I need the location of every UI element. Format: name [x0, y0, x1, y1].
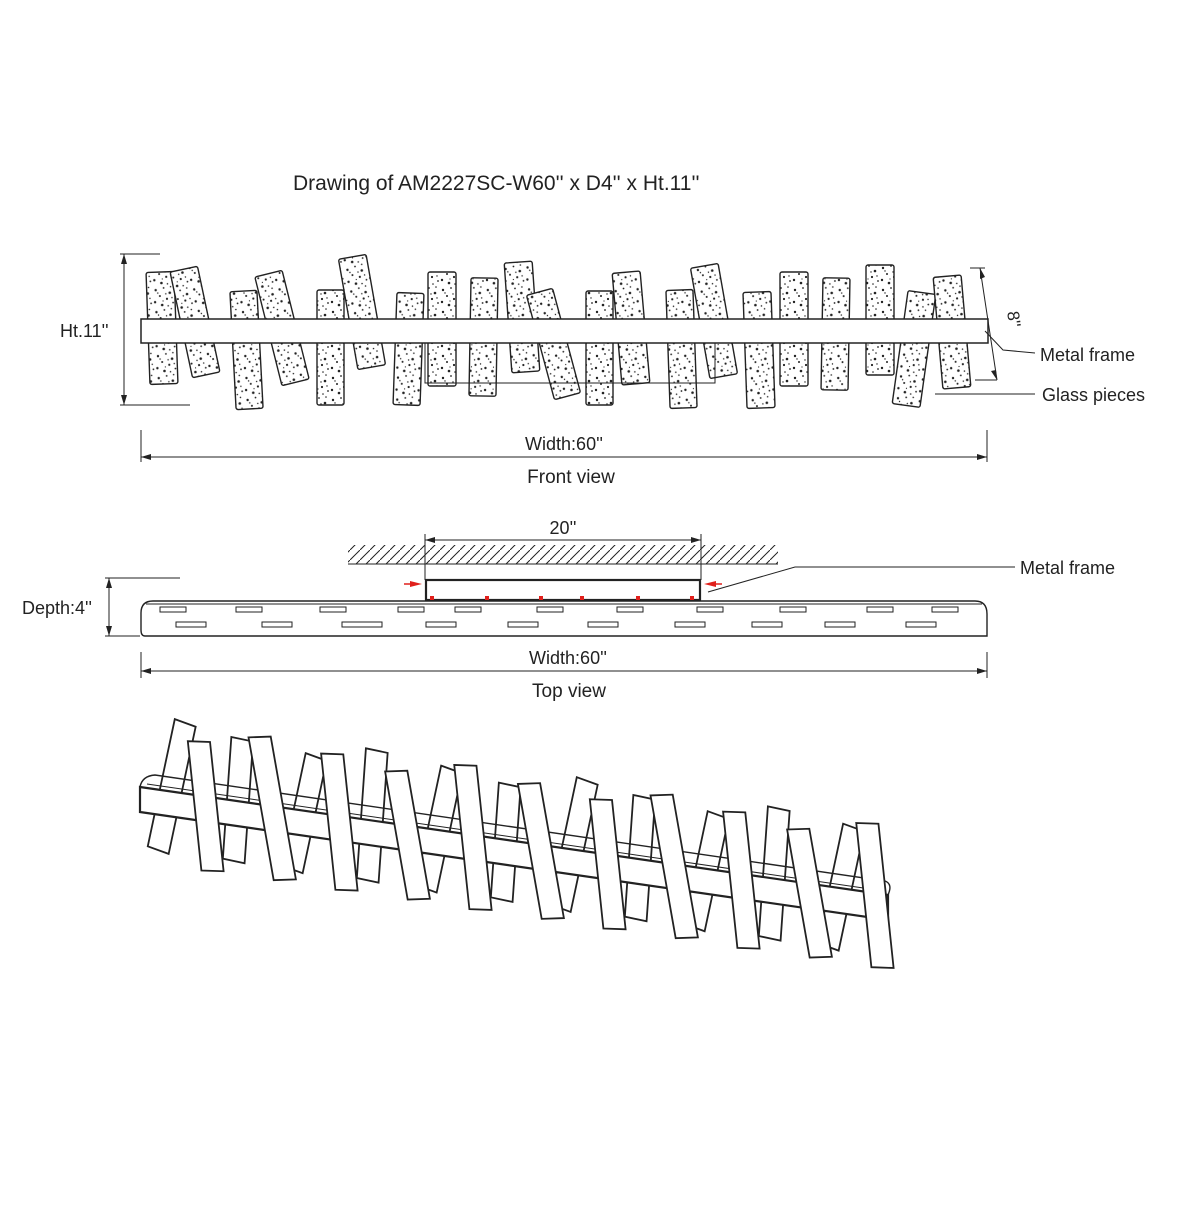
- slot: [159, 606, 187, 613]
- front-view: Ht.11'' 8'' Metal frame Glass pieces Wid…: [60, 253, 1145, 488]
- mounting-dot: [485, 596, 489, 600]
- glass-piece: [229, 289, 264, 411]
- top-view: 20'' Metal frame Depth:4'' Width:60'' To…: [22, 518, 1115, 702]
- slot: [507, 621, 539, 628]
- canopy-plate: [424, 578, 702, 602]
- callout-glass-pieces: Glass pieces: [1042, 385, 1145, 405]
- depth-label: Depth:4'': [22, 598, 92, 618]
- metal-frame-bar: [140, 318, 989, 344]
- callout-metal-frame-front: Metal frame: [1040, 345, 1135, 365]
- drawing-title: Drawing of AM2227SC-W60'' x D4'' x Ht.11…: [293, 172, 700, 195]
- slot: [454, 606, 482, 613]
- iso-glass-piece: [146, 717, 197, 856]
- mounting-dot: [580, 596, 584, 600]
- slot: [616, 606, 644, 613]
- width-label-front: Width:60'': [525, 434, 603, 454]
- slot: [261, 621, 293, 628]
- slot-openings: [159, 606, 959, 628]
- iso-glass-piece: [453, 764, 493, 911]
- iso-glass-piece: [855, 822, 895, 969]
- slot: [587, 621, 619, 628]
- iso-glass-piece: [516, 782, 565, 920]
- iso-glass-piece: [722, 810, 761, 950]
- glass-piece: [338, 254, 386, 370]
- arrow-right-red: [704, 581, 716, 587]
- iso-glass-piece: [786, 827, 833, 959]
- glass-piece: [585, 290, 614, 406]
- mounting-points: [430, 596, 694, 600]
- iso-glass-piece: [588, 798, 627, 931]
- fixture-body-top: [140, 600, 988, 637]
- mounting-dot: [539, 596, 543, 600]
- iso-glass-piece: [649, 793, 699, 940]
- iso-glass-piece: [384, 769, 431, 901]
- front-view-caption: Front view: [527, 467, 615, 488]
- mounting-dot: [430, 596, 434, 600]
- slot: [751, 621, 783, 628]
- glass-piece: [316, 289, 345, 406]
- iso-glass-piece: [320, 752, 359, 892]
- slot: [536, 606, 564, 613]
- slot: [696, 606, 724, 613]
- mounting-dot: [636, 596, 640, 600]
- top-view-caption: Top view: [532, 681, 606, 702]
- iso-glass-piece: [247, 735, 297, 882]
- slot: [779, 606, 807, 613]
- glass-height-label: 8'': [1003, 310, 1024, 328]
- slot: [235, 606, 263, 613]
- slot: [931, 606, 959, 613]
- slot: [824, 621, 856, 628]
- slot: [905, 621, 937, 628]
- slot: [341, 621, 383, 628]
- width-label-top: Width:60'': [529, 648, 607, 668]
- slot: [397, 606, 425, 613]
- iso-glass-piece: [186, 740, 225, 873]
- slot: [674, 621, 706, 628]
- isometric-view: [138, 717, 895, 969]
- glass-piece: [891, 290, 937, 408]
- callout-metal-frame-top: Metal frame: [1020, 558, 1115, 578]
- mounting-dot: [690, 596, 694, 600]
- glass-piece: [742, 290, 776, 410]
- slot: [175, 621, 207, 628]
- arrow-left-red: [410, 581, 422, 587]
- slot: [425, 621, 457, 628]
- glass-piece: [665, 288, 698, 410]
- canopy-width-label: 20'': [550, 518, 577, 538]
- height-label: Ht.11'': [60, 321, 109, 341]
- slot: [319, 606, 347, 613]
- iso-glass-front: [186, 735, 895, 969]
- glass-piece: [392, 291, 425, 407]
- slot: [866, 606, 894, 613]
